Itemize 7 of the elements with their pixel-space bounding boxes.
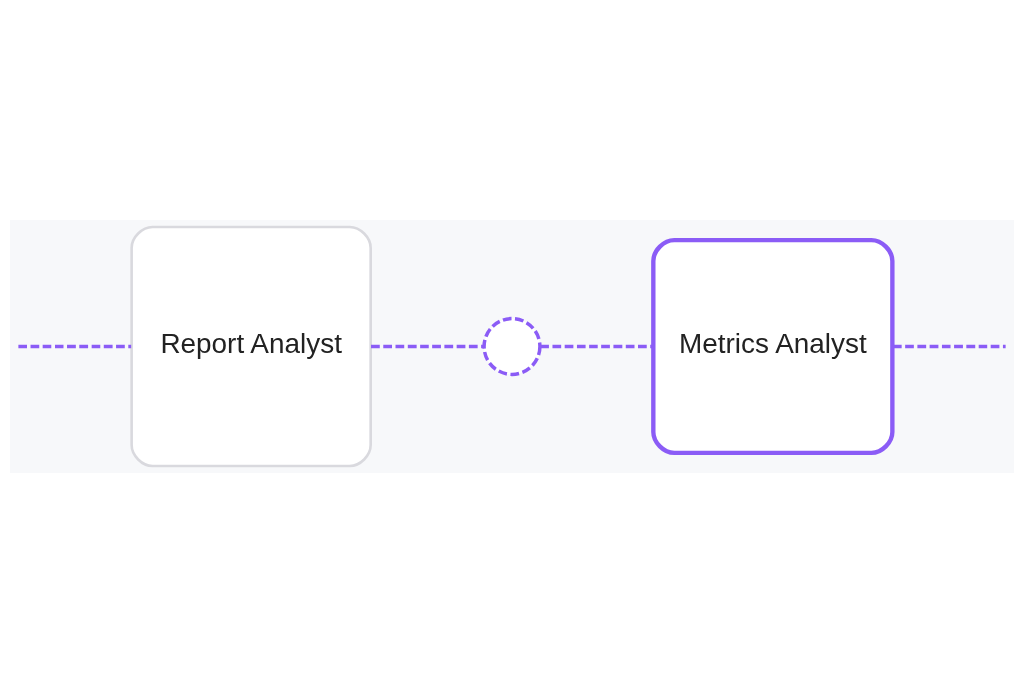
connector [892, 344, 1006, 349]
connector [18, 344, 132, 349]
node-box: Metrics Analyst [651, 237, 895, 456]
node-box: Report Analyst [130, 225, 372, 468]
node-circle [482, 316, 542, 377]
connector [371, 344, 485, 349]
connector [540, 344, 654, 349]
